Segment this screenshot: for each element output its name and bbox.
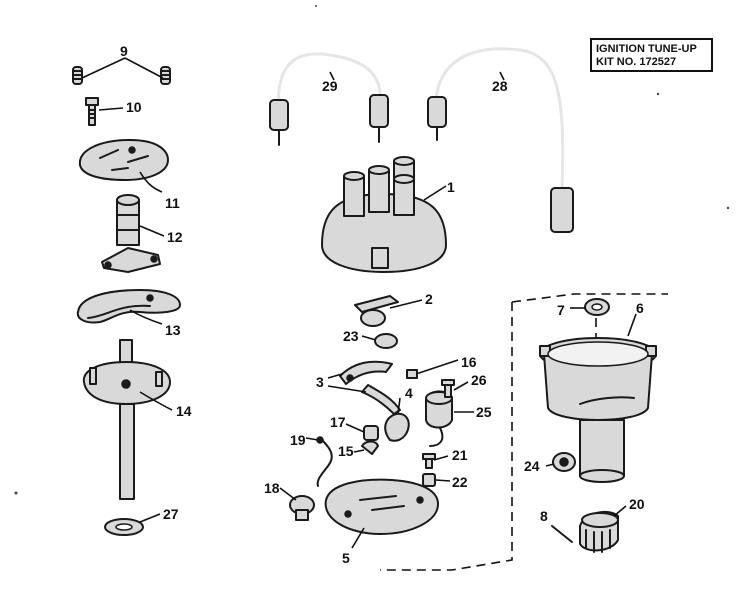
callout-12: 12 (167, 229, 183, 245)
part-12-cam (101, 194, 161, 273)
part-21-screw (422, 453, 436, 469)
callout-29: 29 (322, 78, 338, 94)
part-10-screw (85, 97, 99, 126)
part-25-condenser (425, 390, 453, 447)
part-4-condenser-lead (384, 412, 410, 442)
part-18-terminal (289, 495, 315, 521)
callout-24: 24 (524, 458, 540, 474)
part-11-breaker-plate (78, 139, 169, 181)
callout-22: 22 (452, 474, 468, 490)
part-8-pin (551, 525, 573, 543)
callout-7: 7 (557, 302, 565, 318)
part-29-plug-wire (269, 52, 389, 146)
part-24-oiler (552, 452, 576, 472)
part-16-clip (406, 369, 418, 379)
callout-20: 20 (629, 496, 645, 512)
part-2-rotor (354, 295, 399, 327)
part-7-washer (584, 298, 610, 316)
dashed-outline (380, 293, 668, 571)
part-17-bushing (363, 425, 379, 441)
part-3-points (339, 360, 401, 415)
callout-13: 13 (165, 322, 181, 338)
callout-10: 10 (126, 99, 142, 115)
callout-5: 5 (342, 550, 350, 566)
callout-1: 1 (447, 179, 455, 195)
part-14-shaft (82, 339, 171, 500)
leader-lines (81, 57, 637, 549)
callout-21: 21 (452, 447, 468, 463)
part-6-housing (539, 337, 657, 483)
part-26-screw (441, 379, 455, 398)
part-19-lead (316, 436, 333, 487)
callout-23: 23 (343, 328, 359, 344)
callout-27: 27 (163, 506, 179, 522)
callout-8: 8 (540, 508, 548, 524)
callout-4: 4 (405, 385, 413, 401)
callout-3: 3 (316, 374, 324, 390)
part-27-washer (104, 518, 144, 536)
part-1-distributor-cap (321, 156, 447, 273)
part-23-felt (374, 333, 398, 349)
part-20-gear (579, 510, 619, 553)
part-5-plate (324, 478, 439, 535)
callout-6: 6 (636, 300, 644, 316)
part-22-nut (422, 473, 436, 487)
callout-11: 11 (165, 195, 180, 211)
tune-up-kit-label: IGNITION TUNE-UP KIT NO. 172527 (590, 38, 713, 72)
part-9-springs (72, 66, 171, 85)
callout-19: 19 (290, 432, 306, 448)
part-15-clamp (361, 440, 379, 455)
kit-label-line-2: KIT NO. 172527 (596, 56, 677, 68)
part-13-weights (76, 289, 181, 324)
part-28-plug-wire (427, 47, 574, 233)
kit-label-line-1: IGNITION TUNE-UP (596, 43, 697, 55)
callout-16: 16 (461, 354, 477, 370)
callout-28: 28 (492, 78, 508, 94)
callout-26: 26 (471, 372, 487, 388)
callout-18: 18 (264, 480, 280, 496)
callout-15: 15 (338, 443, 354, 459)
callout-2: 2 (425, 291, 433, 307)
callout-14: 14 (176, 403, 192, 419)
callout-25: 25 (476, 404, 492, 420)
callout-17: 17 (330, 414, 346, 430)
callout-9: 9 (120, 43, 128, 59)
